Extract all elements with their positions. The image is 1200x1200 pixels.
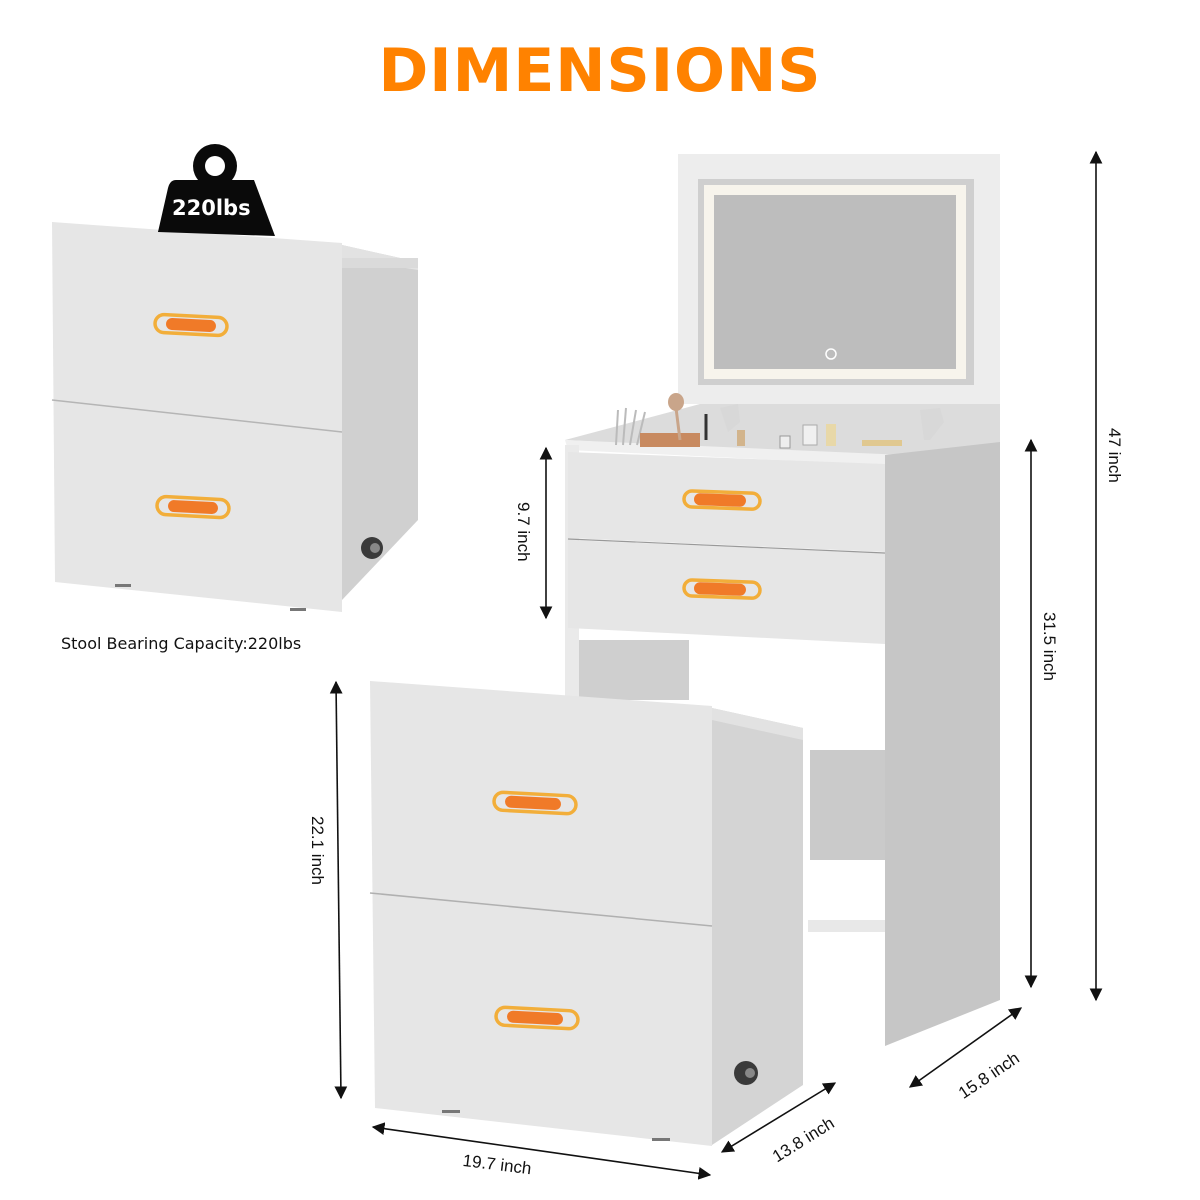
dimension-lines bbox=[329, 150, 1103, 1180]
drawer-handle bbox=[492, 790, 578, 816]
dim-table-height: 31.5 inch bbox=[1040, 612, 1059, 681]
weight-badge-label: 220lbs bbox=[172, 196, 251, 220]
cosmetics bbox=[615, 393, 944, 449]
drawer-handle bbox=[155, 494, 231, 520]
dim-total-height: 47 inch bbox=[1105, 428, 1124, 483]
dim-drawer-height: 9.7 inch bbox=[514, 502, 533, 562]
drawer-handle bbox=[682, 489, 762, 511]
capacity-caption: Stool Bearing Capacity:220lbs bbox=[61, 634, 302, 653]
vanity-table bbox=[565, 154, 1000, 1046]
page-title: DIMENSIONS bbox=[378, 36, 822, 106]
dim-stool-height: 22.1 inch bbox=[308, 816, 327, 885]
power-touch-icon bbox=[825, 348, 837, 360]
drawer-handle bbox=[153, 312, 229, 338]
stool-preview bbox=[51, 222, 418, 612]
drawer-handle bbox=[682, 578, 762, 600]
drawer-handle bbox=[494, 1005, 580, 1031]
weight-icon bbox=[158, 144, 275, 236]
stool-main bbox=[369, 681, 803, 1146]
